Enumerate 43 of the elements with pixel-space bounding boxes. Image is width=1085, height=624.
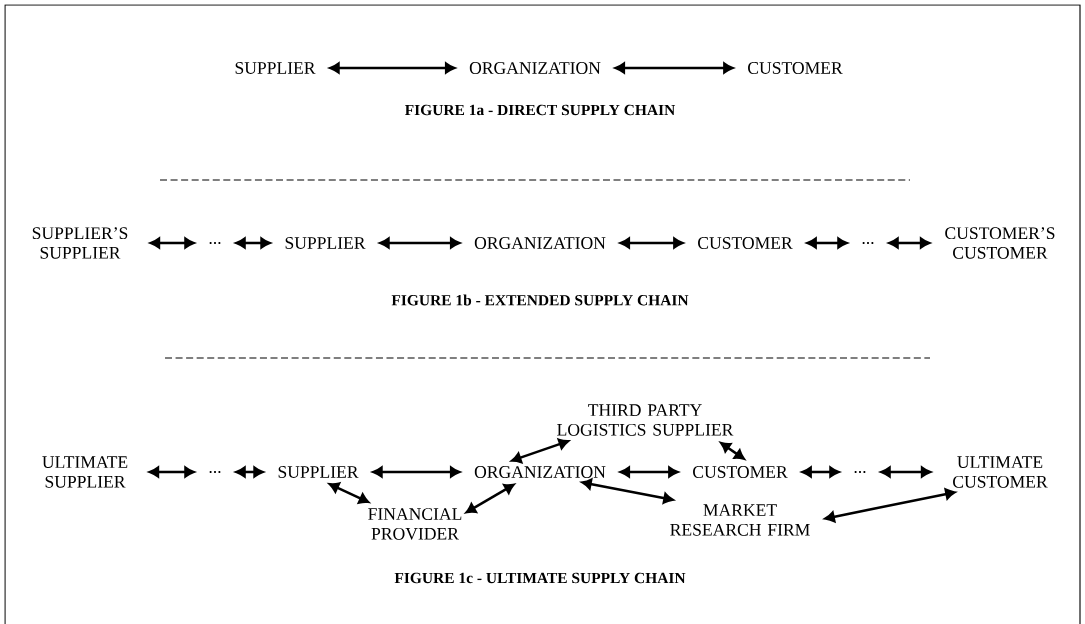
node-text: ULTIMATE CUSTOMER [953, 456, 1048, 488]
arrow [465, 483, 515, 514]
node-text: CUSTOMER’S CUSTOMER [945, 227, 1055, 259]
arrow [581, 478, 674, 504]
arrow [372, 466, 461, 478]
figure-caption: FIGURE 1b - EXTENDED SUPPLY CHAIN [391, 294, 689, 306]
node-text: SUPPLIER’S SUPPLIER [32, 227, 128, 259]
node-text: SUPPLIER [278, 466, 359, 478]
node-text: ... [862, 241, 874, 245]
node-text: ... [209, 241, 221, 245]
arrow [379, 237, 461, 249]
node-text: SUPPLIER [285, 237, 366, 249]
arrow [880, 466, 932, 478]
arrow [329, 62, 456, 74]
node-text: ... [209, 470, 221, 474]
node-text: SUPPLIER [235, 62, 316, 74]
arrow [619, 466, 679, 478]
arrow [511, 438, 569, 464]
arrow [149, 237, 195, 249]
figure-caption: FIGURE 1c - ULTIMATE SUPPLY CHAIN [394, 572, 686, 584]
arrow [614, 62, 734, 74]
arrow [806, 237, 848, 249]
node-text: CUSTOMER [698, 237, 793, 249]
node-text: ULTIMATE SUPPLIER [42, 456, 128, 488]
arrow [235, 466, 264, 478]
node-text: CUSTOMER [748, 62, 843, 74]
node-text: ORGANIZATION [469, 62, 601, 74]
node-text: MARKET RESEARCH FIRM [670, 504, 810, 536]
node-text: ORGANIZATION [474, 237, 606, 249]
arrow [148, 466, 195, 478]
node-text: FINANCIAL PROVIDER [368, 508, 462, 540]
arrow [619, 237, 684, 249]
arrow [888, 237, 931, 249]
arrow [720, 442, 745, 460]
node-text: ... [854, 470, 866, 474]
node-text: ORGANIZATION [474, 466, 606, 478]
node-text: THIRD PARTY LOGISTICS SUPPLIER [557, 404, 734, 436]
arrow [824, 488, 956, 523]
arrow [235, 237, 271, 249]
figure-caption: FIGURE 1a - DIRECT SUPPLY CHAIN [405, 104, 676, 116]
arrow [801, 466, 840, 478]
node-text: CUSTOMER [693, 466, 788, 478]
arrow [328, 482, 370, 504]
